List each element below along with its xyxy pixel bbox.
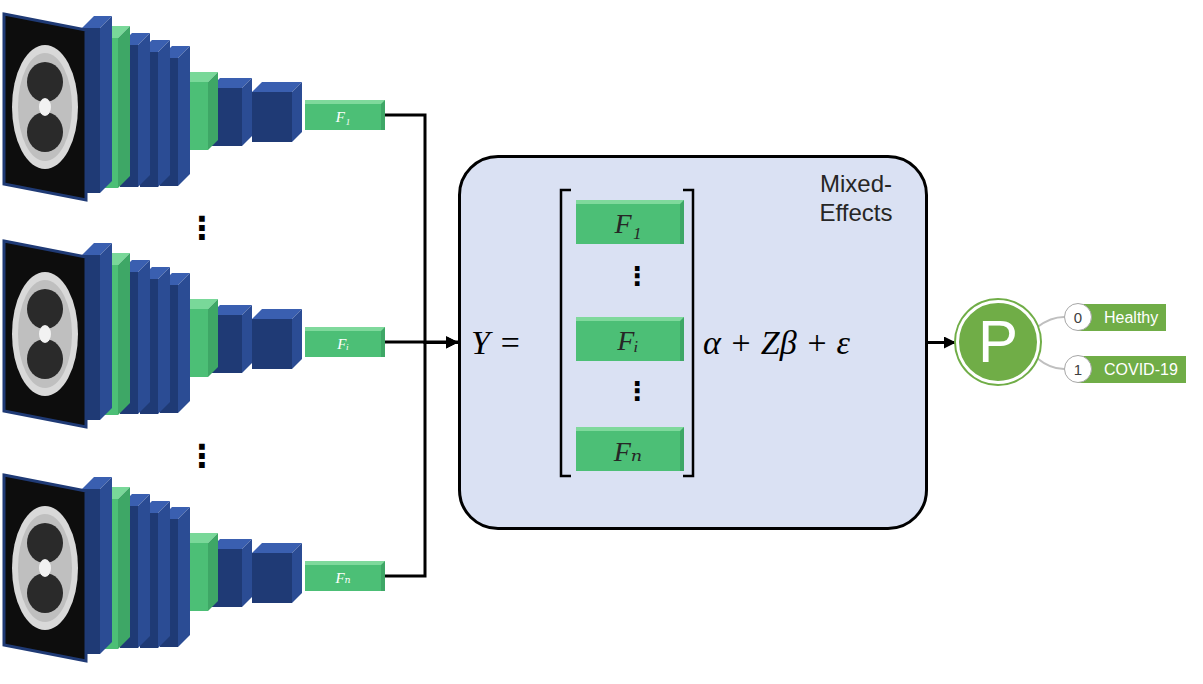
node-text: Fₙ [614, 435, 642, 468]
connector [385, 343, 458, 577]
node-text: Fₙ [335, 569, 350, 587]
ellipsis-mark: ⋮ [186, 212, 218, 244]
node-text: 1 [1074, 361, 1082, 378]
connector [1037, 317, 1064, 327]
node-text: COVID-19 [1104, 361, 1178, 379]
node-text: Healthy [1104, 309, 1158, 327]
mixed-effects-box: Mixed- Effects Y = α + Zβ + ε F₁ FᵢFₙ [458, 155, 928, 530]
node-text: F₁ [336, 109, 350, 126]
node-text: 0 [1074, 309, 1082, 326]
node-text: F₁ [615, 208, 642, 240]
ellipsis-mark: ⋮ [186, 440, 218, 472]
class-tag: COVID-19 [1078, 356, 1186, 383]
ellipsis-mark: ⋮ [624, 263, 650, 289]
output-circle: P [956, 300, 1040, 384]
feature-block: Fᵢ [576, 317, 684, 361]
node-text: P [978, 312, 1018, 372]
equation-text: α + Zβ + ε [703, 324, 850, 362]
ellipsis-mark: ⋮ [624, 378, 650, 404]
equation-text: Y = [471, 324, 521, 362]
class-circle: 1 [1064, 355, 1092, 383]
feature-block: Fᵢ [305, 327, 385, 357]
connector [928, 341, 956, 344]
node-text: Fᵢ [337, 336, 349, 353]
connector [1037, 358, 1064, 369]
box-title: Mixed- Effects [801, 170, 911, 228]
feature-block: Fₙ [305, 561, 385, 591]
class-circle: 0 [1064, 303, 1092, 331]
feature-block: F₁ [576, 200, 684, 244]
connector [385, 115, 458, 343]
feature-block: Fₙ [576, 427, 684, 471]
node-text: Fᵢ [617, 325, 639, 357]
feature-block: F₁ [305, 100, 385, 130]
